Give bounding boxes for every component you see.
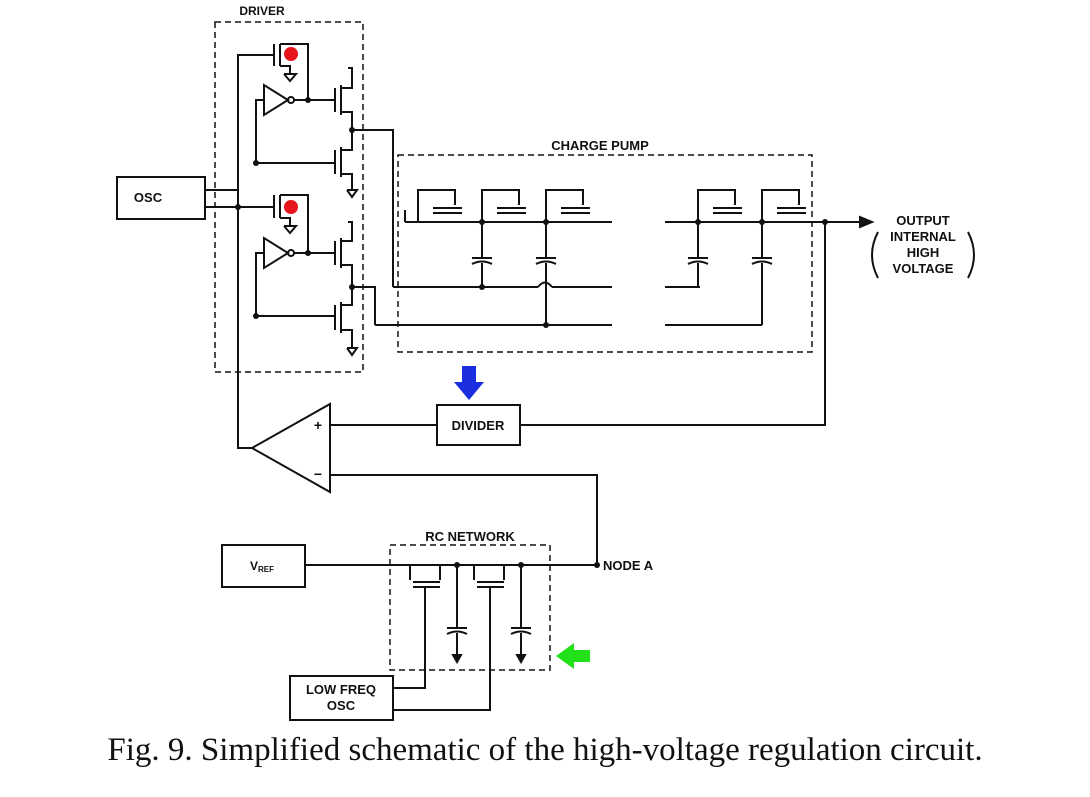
- osc-label: OSC: [134, 190, 163, 205]
- rc-network-label: RC NETWORK: [425, 529, 515, 544]
- blue-arrow-icon: [454, 366, 484, 400]
- driver-lower: [237, 194, 376, 445]
- vref-label: VREF: [250, 559, 274, 574]
- junction-dots: [235, 97, 828, 568]
- low-freq-label-2: OSC: [327, 698, 356, 713]
- comparator-minus: −: [314, 466, 322, 482]
- low-freq-osc-box: [289, 675, 394, 721]
- green-arrow-icon: [556, 643, 590, 669]
- driver-label: DRIVER: [239, 4, 285, 18]
- comparator: [249, 402, 331, 494]
- red-marker-upper: [284, 47, 298, 61]
- pump-chain: [404, 189, 860, 325]
- output-label-3: HIGH: [907, 245, 940, 260]
- divider-label: DIVIDER: [452, 418, 505, 433]
- figure-caption: Fig. 9. Simplified schematic of the high…: [107, 732, 983, 768]
- output-label-1: OUTPUT: [896, 213, 950, 228]
- node-a-label: NODE A: [603, 558, 654, 573]
- driver-box: [214, 21, 364, 373]
- charge-pump-box: [397, 154, 813, 353]
- low-freq-label-1: LOW FREQ: [306, 682, 376, 697]
- rc-network-box: [389, 544, 551, 671]
- output-label-4: VOLTAGE: [893, 261, 954, 276]
- vref-box: [221, 544, 306, 588]
- driver-upper: [237, 43, 394, 315]
- comparator-plus: +: [314, 417, 322, 433]
- osc-box: [116, 176, 206, 220]
- charge-pump-label: CHARGE PUMP: [551, 138, 649, 153]
- divider-box: [436, 404, 521, 446]
- red-marker-lower: [284, 200, 298, 214]
- output-label-2: INTERNAL: [890, 229, 956, 244]
